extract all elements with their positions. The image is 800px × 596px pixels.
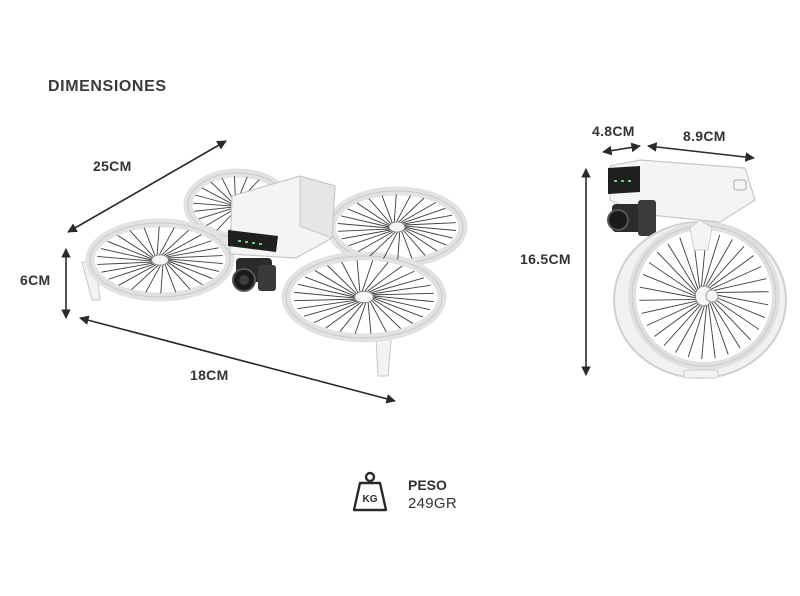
- folded-drone: [607, 159, 787, 379]
- length-dimension-line: [67, 140, 227, 233]
- folded-depth-label: 4.8CM: [592, 123, 635, 139]
- height-label: 6CM: [20, 272, 51, 288]
- folded-width-line: [647, 142, 755, 162]
- weight-info: KG PESO 249GR: [350, 470, 490, 520]
- weight-value: 249GR: [408, 495, 458, 512]
- folded-depth-line: [602, 142, 641, 156]
- weight-label: PESO: [408, 477, 447, 493]
- folded-height-label: 16.5CM: [520, 251, 571, 267]
- folded-width-label: 8.9CM: [683, 128, 726, 144]
- kg-icon-text: KG: [363, 494, 378, 505]
- unfolded-drone: [81, 168, 468, 377]
- kg-weight-icon: KG: [350, 470, 390, 514]
- width-dimension-line: [79, 315, 396, 404]
- page-title: DIMENSIONES: [48, 78, 167, 95]
